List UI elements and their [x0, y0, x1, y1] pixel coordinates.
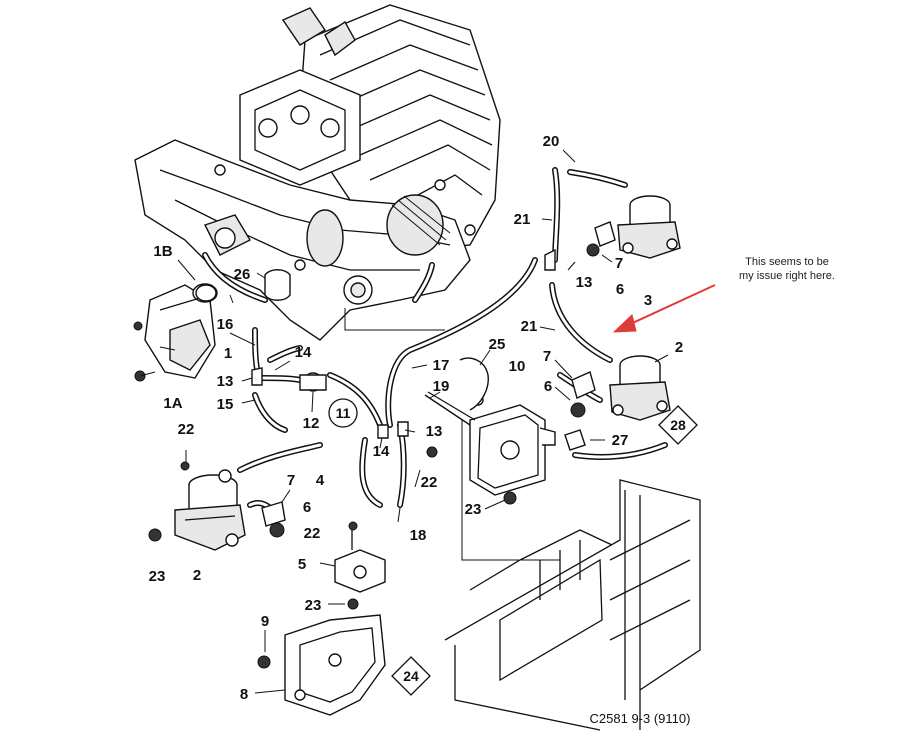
callout-13-left: 13 — [217, 373, 234, 390]
callout-5: 5 — [298, 556, 306, 573]
charcoal-canister — [426, 394, 556, 505]
callout-27: 27 — [612, 432, 629, 449]
callout-23-left: 23 — [149, 568, 166, 585]
callout-numbers: 20 21 7 13 6 3 21 2 7 6 27 10 25 17 19 1… — [149, 133, 684, 703]
callout-3: 3 — [644, 292, 652, 309]
callout-1b: 1B — [153, 243, 172, 260]
boxed-label-24-text: 24 — [403, 668, 419, 684]
reference-code: C2581 9-3 (9110) — [590, 711, 691, 726]
annotation-note-line-2: my issue right here. — [739, 270, 835, 282]
callout-17: 17 — [433, 357, 450, 374]
callout-23-center: 23 — [305, 597, 322, 614]
callout-1a: 1A — [163, 395, 182, 412]
boxed-label-24: 24 — [391, 656, 431, 696]
pressure-sensor — [334, 521, 386, 610]
solenoid-valve-upper-right — [586, 195, 681, 259]
callout-18: 18 — [410, 527, 427, 544]
callout-8: 8 — [240, 686, 248, 703]
callout-16: 16 — [217, 316, 234, 333]
callout-20: 20 — [543, 133, 560, 150]
leader-lines — [159, 149, 669, 694]
callout-12: 12 — [303, 415, 320, 432]
callout-1: 1 — [224, 345, 232, 362]
callout-23-right: 23 — [465, 501, 482, 518]
solenoid-valve-right — [564, 355, 671, 451]
solenoid-valve-lower-left — [148, 461, 246, 551]
callout-7-middle: 7 — [543, 348, 551, 365]
callout-21-lower: 21 — [521, 318, 538, 335]
callout-22-center: 22 — [304, 525, 321, 542]
callout-7-lower: 7 — [287, 472, 295, 489]
callout-6-middle: 6 — [544, 378, 552, 395]
callout-9: 9 — [261, 613, 269, 630]
boxed-label-28-text: 28 — [670, 417, 686, 433]
callout-21-upper: 21 — [514, 211, 531, 228]
callout-22-right: 22 — [421, 474, 438, 491]
annotation-arrow — [612, 284, 716, 333]
engine-assembly — [134, 4, 501, 341]
callout-26: 26 — [234, 266, 251, 283]
callout-6-upper: 6 — [616, 281, 624, 298]
callout-6-lower: 6 — [303, 499, 311, 516]
callout-14-left: 14 — [295, 344, 312, 361]
callout-2-left: 2 — [193, 567, 201, 584]
fittings-and-clamps — [195, 221, 616, 538]
callout-22-left: 22 — [178, 421, 195, 438]
callout-13-right: 13 — [426, 423, 443, 440]
callout-10: 10 — [509, 358, 526, 375]
callout-4: 4 — [316, 472, 325, 489]
callout-2-right: 2 — [675, 339, 683, 356]
callout-14-right: 14 — [373, 443, 390, 460]
callout-25: 25 — [489, 336, 506, 353]
mounting-bracket — [257, 614, 386, 716]
boxed-label-28: 28 — [658, 405, 698, 445]
callout-7-upper: 7 — [615, 255, 623, 272]
callout-13-upper: 13 — [576, 274, 593, 291]
boxed-label-11-text: 11 — [336, 405, 351, 421]
body-panel-outline — [444, 479, 701, 731]
boxed-label-11: 11 — [328, 398, 358, 428]
annotation-note-line-1: This seems to be — [745, 256, 829, 268]
callout-15: 15 — [217, 396, 234, 413]
callout-19: 19 — [433, 378, 450, 395]
annotation-note: This seems to be my issue right here. — [722, 255, 852, 283]
